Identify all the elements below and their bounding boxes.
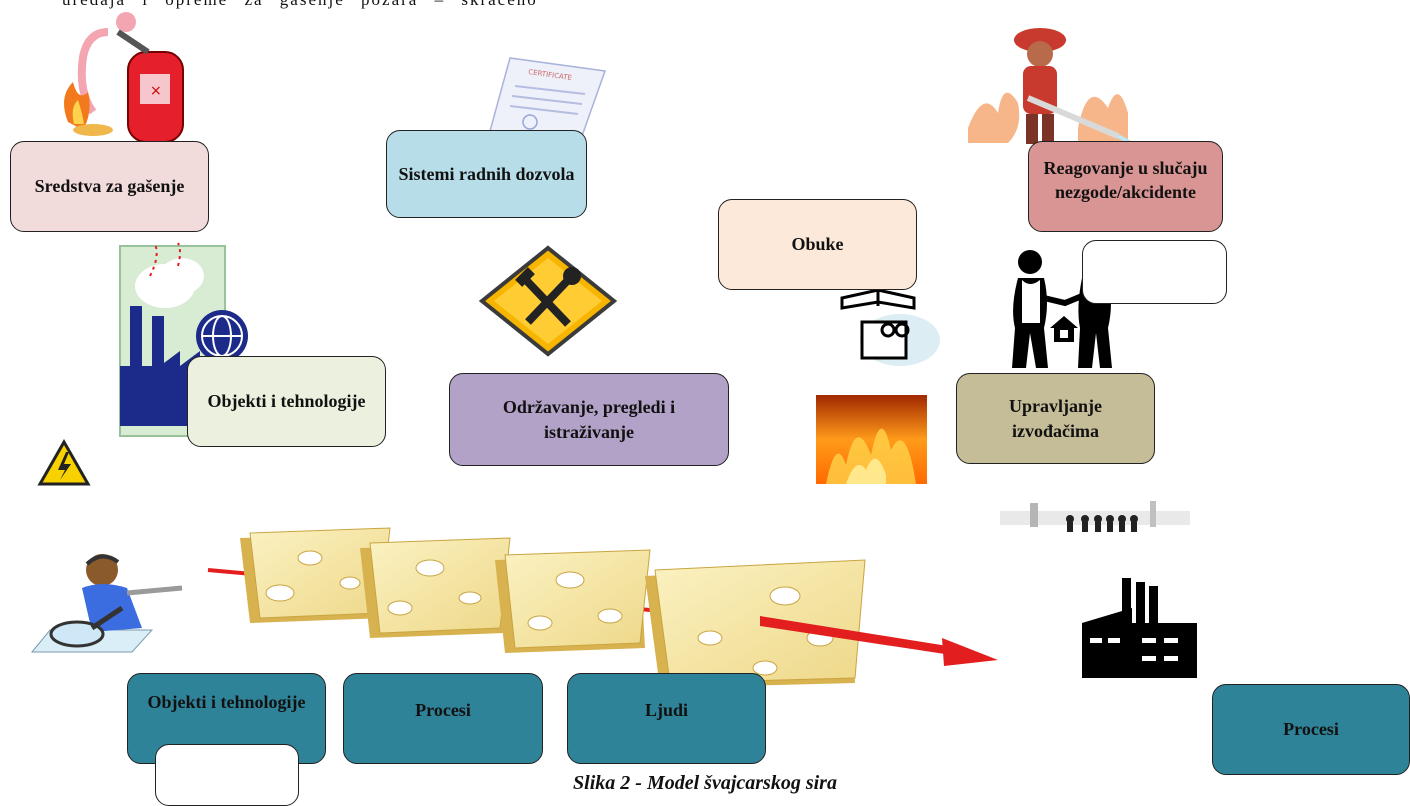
box-objekti-bottom-label: Objekti i tehnologije: [147, 692, 306, 712]
box-procesi-1-label: Procesi: [415, 700, 471, 720]
inspector-magnifier-icon: [30, 554, 183, 653]
box-sistemi-radnih-dozvola: Sistemi radnih dozvola: [386, 130, 587, 218]
certificate-icon: CERTIFICATE: [489, 57, 607, 137]
box-procesi-2: Procesi: [1212, 684, 1410, 775]
firefighter-icon: [968, 28, 1137, 148]
crowd-silhouette-image: [1000, 501, 1190, 532]
fire-extinguisher-icon: ×: [64, 12, 184, 143]
top-text-fragment: uređaja i opreme za gašenje požara – skr…: [62, 0, 538, 10]
figure-caption: Slika 2 - Model švajcarskog sira: [573, 772, 837, 794]
box-procesi-2-label: Procesi: [1283, 719, 1339, 740]
blank-box-right: [1082, 240, 1227, 304]
blank-box-bottom: [155, 744, 299, 806]
fire-image: [816, 395, 927, 484]
box-objekti-top: Objekti i tehnologije: [187, 356, 386, 447]
box-reagovanje: Reagovanje u slučaju nezgode/akcidente: [1028, 141, 1223, 232]
cheese-slice-2: [360, 537, 511, 638]
box-odrzavanje-label: Održavanje, pregledi i istraživanje: [502, 397, 676, 442]
box-procesi-1: Procesi: [343, 673, 543, 764]
box-obuke: Obuke: [718, 199, 917, 290]
electric-warning-icon: [37, 438, 91, 486]
cheese-slice-4: [645, 559, 866, 688]
box-reagovanje-cut-label: nezgode/akcidente: [1054, 182, 1196, 203]
cheese-slice-1: [240, 527, 391, 623]
box-sredstva-label: Sredstva za gašenje: [34, 176, 185, 197]
box-upravljanje-label: Upravljanje izvođačima: [1009, 396, 1102, 441]
box-objekti-top-label: Objekti i tehnologije: [207, 391, 366, 412]
box-odrzavanje: Održavanje, pregledi i istraživanje: [449, 373, 729, 466]
box-sredstva-za-gasenje: Sredstva za gašenje: [10, 141, 209, 232]
cheese-slice-3: [495, 549, 651, 653]
box-ljudi-label: Ljudi: [644, 700, 689, 720]
swiss-cheese-model: [207, 527, 998, 688]
box-upravljanje: Upravljanje izvođačima: [956, 373, 1155, 464]
tools-sign-icon: [478, 245, 618, 357]
reading-student-icon: [840, 288, 940, 366]
box-obuke-label: Obuke: [791, 234, 844, 255]
factory-icon: [1082, 578, 1197, 678]
box-reagovanje-label: Reagovanje u slučaju: [1043, 158, 1208, 178]
box-ljudi: Ljudi: [567, 673, 766, 764]
factory-globe-icon: [119, 242, 248, 437]
svg-text:×: ×: [150, 83, 162, 99]
box-sistemi-label: Sistemi radnih dozvola: [398, 163, 575, 184]
